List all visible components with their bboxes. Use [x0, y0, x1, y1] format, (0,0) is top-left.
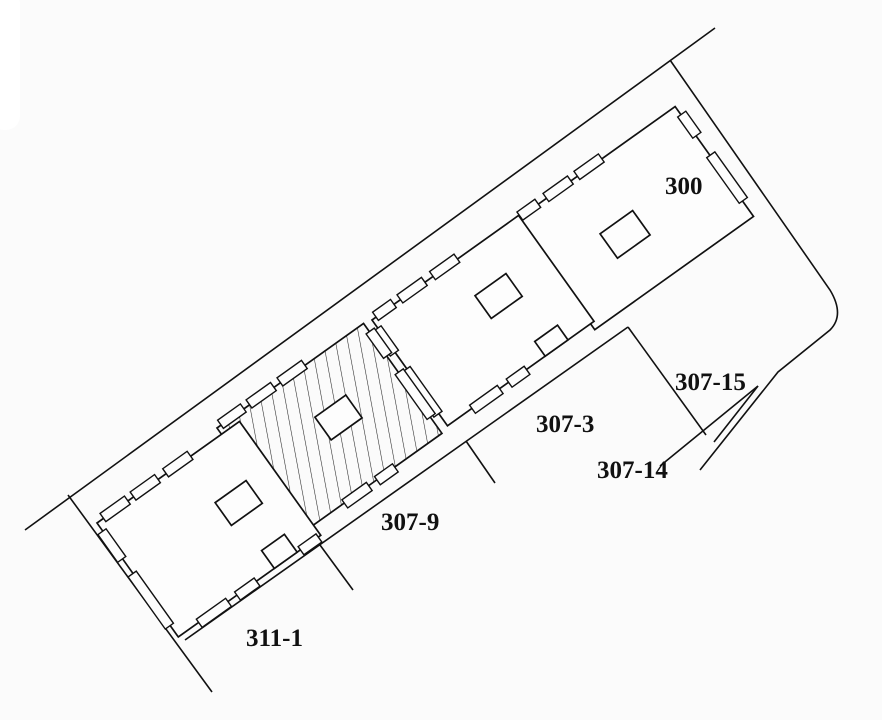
parcel-label-307-9: 307-9 [381, 509, 440, 536]
parcel-307-15-divider [627, 326, 707, 436]
scan-artifact-top [0, 0, 20, 130]
parcel-307-9-divider [465, 440, 496, 484]
parcel-label-300: 300 [665, 173, 703, 200]
parcel-label-307-14: 307-14 [597, 457, 668, 484]
parcel-label-307-15: 307-15 [675, 369, 746, 396]
lower-road-line [184, 326, 629, 641]
building-middle [370, 214, 596, 428]
parcel-307-14-line [659, 385, 759, 467]
parcel-label-311-1: 311-1 [246, 625, 303, 652]
parcel-307-14-line-2 [713, 385, 759, 443]
building-left [95, 420, 323, 639]
upper-road-line [24, 27, 716, 531]
parcel-label-307-3: 307-3 [536, 411, 595, 438]
parcel-300-right-boundary [669, 59, 839, 471]
parcel-311-1-divider [319, 544, 354, 591]
